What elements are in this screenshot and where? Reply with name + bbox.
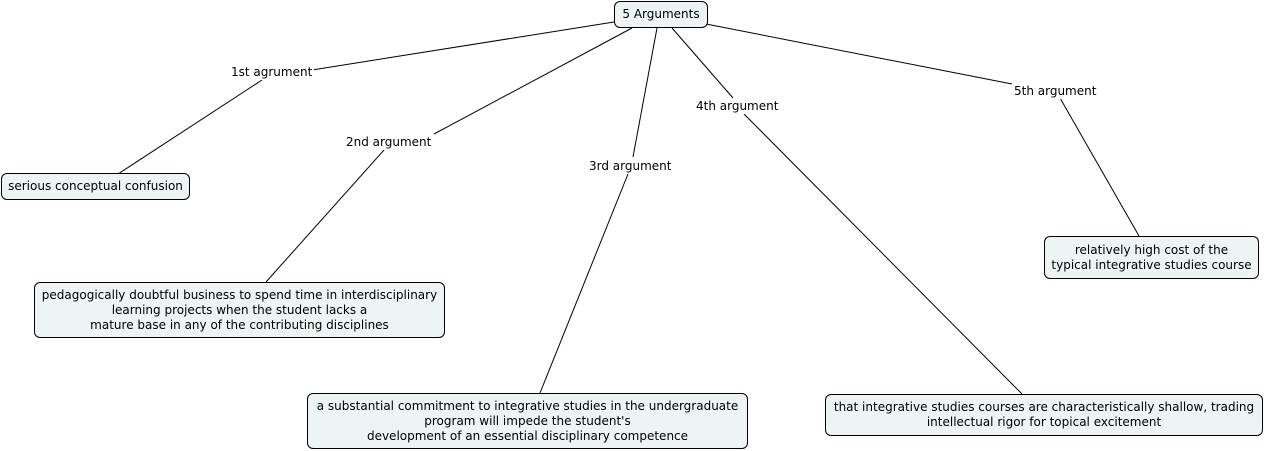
connector-root-to-link-2 — [433, 27, 633, 135]
concept-node-3[interactable]: a substantial commitment to integrative … — [307, 393, 748, 449]
connector-link-3-to-concept-3 — [539, 173, 629, 394]
concept-text-3: a substantial commitment to integrative … — [316, 398, 739, 443]
root-concept-node[interactable]: 5 Arguments — [614, 1, 708, 28]
connector-root-to-link-1 — [311, 21, 615, 71]
concept-node-2[interactable]: pedagogically doubtful business to spend… — [34, 282, 445, 338]
concept-text-4: that integrative studies courses are cha… — [833, 400, 1255, 429]
link-label-1[interactable]: 1st agrument — [229, 65, 315, 80]
concept-node-5[interactable]: relatively high cost of the typical inte… — [1044, 236, 1259, 279]
connector-link-1-to-concept-1 — [117, 79, 263, 175]
connector-link-2-to-concept-2 — [265, 149, 385, 283]
concept-node-4[interactable]: that integrative studies courses are cha… — [825, 394, 1263, 436]
root-concept-text: 5 Arguments — [622, 7, 700, 21]
connector-link-4-to-concept-4 — [743, 113, 1023, 395]
connector-root-to-link-4 — [671, 27, 734, 99]
concept-text-1: serious conceptual confusion — [8, 179, 183, 193]
link-label-3[interactable]: 3rd argument — [587, 159, 674, 174]
link-label-4[interactable]: 4th argument — [694, 99, 781, 114]
concept-text-5: relatively high cost of the typical inte… — [1051, 242, 1252, 272]
concept-node-1[interactable]: serious conceptual confusion — [1, 173, 190, 200]
link-label-5[interactable]: 5th argument — [1012, 84, 1099, 99]
connector-root-to-link-3 — [632, 27, 658, 158]
connector-link-5-to-concept-5 — [1059, 97, 1140, 237]
connector-root-to-link-5 — [705, 23, 1013, 85]
concept-text-2: pedagogically doubtful business to spend… — [41, 287, 438, 332]
link-label-2[interactable]: 2nd argument — [344, 135, 434, 150]
